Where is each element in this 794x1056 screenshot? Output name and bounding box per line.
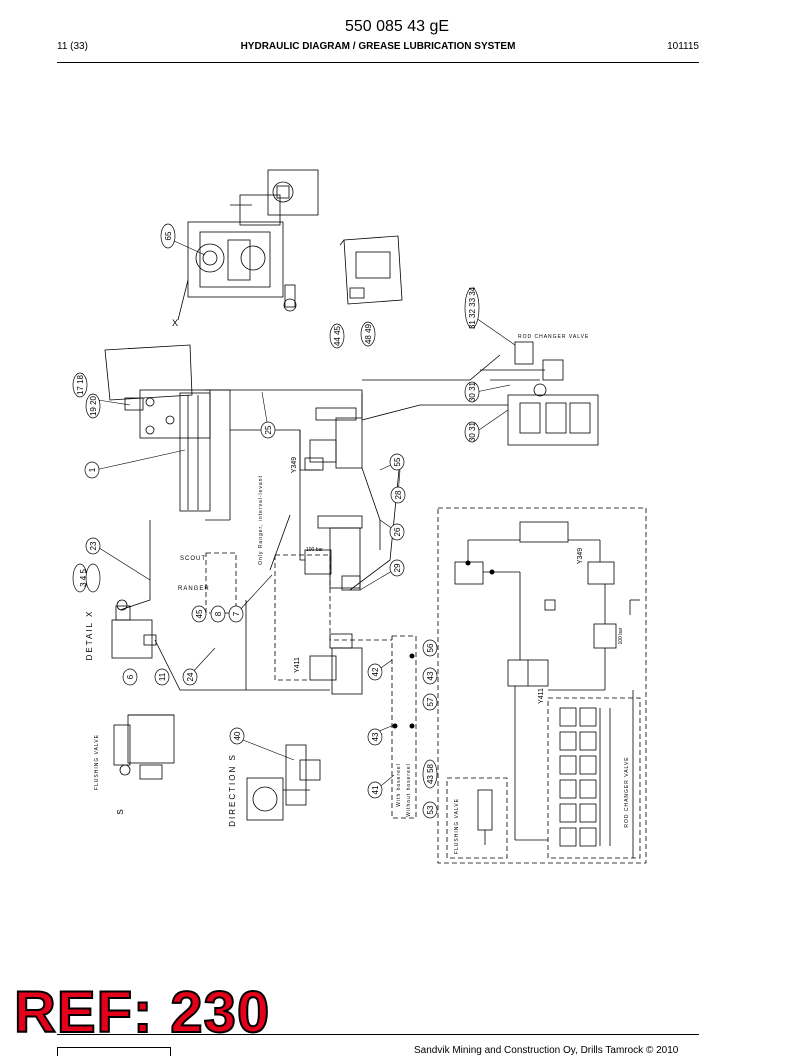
page-number: 11 (33) (57, 41, 88, 52)
revision-date: 101115 (667, 41, 699, 52)
callout-44-45: 44 45 (333, 325, 342, 346)
label-direction-s: DIRECTION S (228, 753, 237, 827)
footer-divider (57, 1034, 699, 1035)
label-flushing-valve: FLUSHING VALVE (94, 734, 100, 790)
callout-31-34: 31 32 33 34 (468, 286, 477, 329)
callout-53: 53 (426, 805, 435, 814)
label-100-bar: 100 bar (306, 547, 323, 553)
callout-28: 28 (394, 490, 403, 499)
flushing-valve-assembly (113, 714, 175, 780)
rod-changer-valve-assembly (480, 341, 599, 446)
callout-43-58: 43 58 (426, 763, 435, 784)
callout-40: 40 (233, 731, 242, 740)
label-100-bar-b: 100 bar (618, 627, 624, 644)
bracket-assembly (104, 344, 231, 521)
valve-block-y411 (309, 633, 363, 695)
diagram-labels: ROD CHANGER VALVE ROD CHANGER VALVE FLUS… (85, 318, 630, 854)
callout-8: 8 (214, 611, 223, 616)
page-title: HYDRAULIC DIAGRAM / GREASE LUBRICATION S… (240, 41, 516, 52)
callout-leaders (94, 239, 516, 791)
callout-41: 41 (371, 785, 380, 794)
footer-logo (57, 1047, 171, 1056)
callout-24: 24 (186, 672, 195, 681)
label-y411-b: Y411 (538, 688, 545, 704)
callout-65: 65 (164, 231, 173, 240)
callout-1: 1 (88, 467, 97, 472)
label-detail-x: DETAIL X (85, 610, 94, 661)
label-scout: SCOUT (180, 556, 206, 562)
label-rod-changer-valve: ROD CHANGER VALVE (518, 334, 589, 340)
callout-circles (72, 223, 480, 819)
label-without-hosereel: Without hosereel (406, 763, 412, 817)
callout-42: 42 (371, 667, 380, 676)
valve-block-lower (304, 515, 363, 591)
callout-3-5: 3 4 5 (79, 569, 88, 587)
callout-57: 57 (426, 697, 435, 706)
junction-dots (392, 560, 495, 729)
callout-numbers: 65 31 32 33 34 30 31 30 31 44 45 48 49 1… (76, 231, 477, 814)
callout-26: 26 (393, 527, 402, 536)
label-y411: Y411 (294, 657, 301, 673)
callout-7: 7 (232, 611, 241, 616)
callout-17-18: 17 18 (76, 374, 85, 395)
label-with-hosereel: With hosereel (396, 763, 402, 807)
callout-43b: 43 (371, 732, 380, 741)
page-header: 11 (33) HYDRAULIC DIAGRAM / GREASE LUBRI… (57, 41, 699, 55)
callout-23: 23 (89, 541, 98, 550)
direction-s-assembly (246, 744, 321, 821)
label-x: X (172, 318, 178, 328)
label-flushing-valve-2: FLUSHING VALVE (454, 798, 460, 854)
callout-43a: 43 (426, 671, 435, 680)
callout-29: 29 (393, 563, 402, 572)
callout-25: 25 (264, 425, 273, 434)
callout-30-31a: 30 31 (468, 381, 477, 402)
label-y349: Y349 (291, 457, 298, 473)
ref-stamp: REF: 230 (13, 980, 271, 1045)
callout-55: 55 (393, 457, 402, 466)
callout-6: 6 (126, 674, 135, 679)
label-rod-changer-valve-2: ROD CHANGER VALVE (624, 756, 630, 827)
document-number: 550 085 43 gE (344, 18, 450, 35)
header-divider (57, 62, 699, 63)
control-box (339, 235, 403, 305)
label-ranger: RANGER (178, 586, 210, 592)
callout-30-31b: 30 31 (468, 421, 477, 442)
label-only-ranger: Only Ranger, interval-levant (258, 475, 264, 565)
hose-lines (119, 354, 508, 691)
label-s: S (116, 809, 125, 814)
callout-19-20: 19 20 (89, 395, 98, 416)
footer-copyright: Sandvik Mining and Construction Oy, Dril… (414, 1045, 679, 1056)
dashed-frames (205, 507, 647, 864)
label-y349-b: Y349 (577, 548, 584, 564)
callout-11: 11 (158, 672, 167, 681)
callout-45: 45 (195, 609, 204, 618)
detail-x-assembly (111, 599, 157, 659)
callout-48-49: 48 49 (364, 323, 373, 344)
lubrication-pump-assembly (177, 169, 319, 321)
valve-block-y349 (304, 393, 363, 471)
rod-changer-valve-bank (559, 707, 611, 847)
callout-56: 56 (426, 643, 435, 652)
hydraulic-schematic (454, 521, 640, 858)
